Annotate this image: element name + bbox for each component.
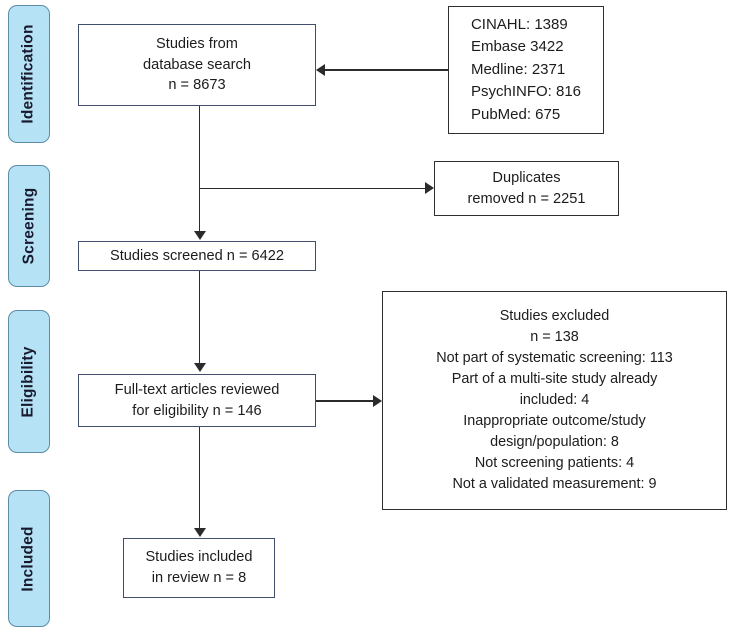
stage-included: Included [8,490,50,627]
connector-fulltext-to-included [198,427,201,529]
stage-eligibility-label: Eligibility [20,345,38,418]
node-database-counts: CINAHL: 1389 Embase 3422 Medline: 2371 P… [448,6,604,134]
stage-identification: Identification [8,5,50,143]
node-studies-included-text: Studies included in review n = 8 [145,549,253,586]
node-database-search-text: Studies from database search n = 8673 [143,35,251,94]
node-fulltext-reviewed: Full-text articles reviewed for eligibil… [78,374,316,427]
node-studies-excluded: Studies excluded n = 138 Not part of sys… [382,291,727,510]
node-fulltext-reviewed-text: Full-text articles reviewed for eligibil… [114,381,280,419]
node-duplicates-removed: Duplicates removed n = 2251 [434,161,619,216]
arrowhead-counts-to-search [316,63,325,76]
node-duplicates-removed-text: Duplicates removed n = 2251 [467,169,586,207]
arrowhead-fulltext-to-included [193,528,206,537]
arrowhead-search-to-screened [193,231,206,240]
arrowhead-screened-to-fulltext [193,363,206,372]
node-database-counts-text: CINAHL: 1389 Embase 3422 Medline: 2371 P… [470,15,582,123]
stage-included-label: Included [20,525,38,592]
connector-search-to-screened [198,106,201,232]
arrowhead-to-duplicates [425,182,434,194]
arrowhead-fulltext-to-excluded [373,394,382,407]
stage-eligibility: Eligibility [8,310,50,453]
node-studies-included: Studies included in review n = 8 [123,538,275,598]
stage-screening: Screening [8,165,50,287]
node-studies-screened-text: Studies screened n = 6422 [109,247,285,264]
node-studies-excluded-text: Studies excluded n = 138 Not part of sys… [436,307,673,493]
connector-fulltext-to-excluded [316,400,374,402]
stage-screening-label: Screening [20,187,37,265]
connector-to-duplicates [199,187,426,190]
connector-screened-to-fulltext [198,271,201,364]
node-studies-screened: Studies screened n = 6422 [78,241,316,271]
connector-counts-to-search [324,69,448,71]
node-database-search: Studies from database search n = 8673 [78,24,316,106]
stage-identification-label: Identification [20,24,37,124]
